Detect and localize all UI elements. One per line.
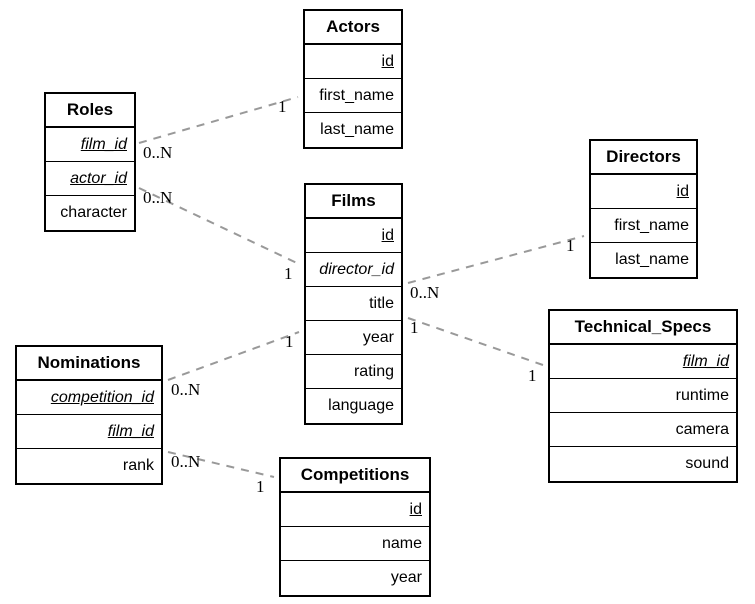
attribute-label: director_id (319, 261, 394, 278)
attribute-films-rating[interactable]: rating (306, 355, 401, 389)
attribute-actors-last_name[interactable]: last_name (305, 113, 401, 147)
cardinality-films-technical_specs-source: 1 (410, 318, 419, 337)
attribute-films-title[interactable]: title (306, 287, 401, 321)
cardinality-films-directors-source: 0..N (410, 283, 440, 302)
attribute-label: year (362, 329, 394, 346)
cardinality-films-technical_specs-target: 1 (528, 366, 537, 385)
attribute-actors-id[interactable]: id (305, 45, 401, 79)
attribute-films-director_id[interactable]: director_id (306, 253, 401, 287)
attribute-label: language (328, 397, 394, 414)
cardinality-films-directors-target: 1 (566, 236, 575, 255)
attribute-roles-film_id[interactable]: film_id (46, 128, 134, 162)
cardinality-roles-films-source: 0..N (143, 188, 173, 207)
attribute-label: sound (685, 455, 729, 472)
entity-title-actors: Actors (305, 11, 401, 45)
attribute-label: camera (675, 421, 729, 438)
cardinality-roles-actors-target: 1 (278, 97, 287, 116)
attribute-nominations-competition_id[interactable]: competition_id (17, 381, 161, 415)
entity-title-films: Films (306, 185, 401, 219)
attribute-competitions-name[interactable]: name (281, 527, 429, 561)
cardinality-roles-actors-source: 0..N (143, 143, 173, 162)
cardinality-nominations-competitions-target: 1 (256, 477, 265, 496)
attribute-films-id[interactable]: id (306, 219, 401, 253)
attribute-label: actor_id (70, 170, 127, 187)
attribute-label: rating (353, 363, 394, 380)
attribute-label: id (381, 227, 394, 244)
attribute-technical_specs-film_id[interactable]: film_id (550, 345, 736, 379)
cardinality-nominations-films-source: 0..N (171, 380, 201, 399)
attribute-competitions-id[interactable]: id (281, 493, 429, 527)
attribute-technical_specs-camera[interactable]: camera (550, 413, 736, 447)
attribute-directors-id[interactable]: id (591, 175, 696, 209)
attribute-label: film_id (682, 353, 729, 370)
attribute-technical_specs-runtime[interactable]: runtime (550, 379, 736, 413)
attribute-label: film_id (80, 136, 127, 153)
attribute-directors-first_name[interactable]: first_name (591, 209, 696, 243)
attribute-nominations-rank[interactable]: rank (17, 449, 161, 483)
attribute-label: film_id (107, 423, 154, 440)
entity-title-nominations: Nominations (17, 347, 161, 381)
entity-roles[interactable]: Roles film_id actor_id character (44, 92, 136, 232)
cardinality-roles-films-target: 1 (284, 264, 293, 283)
attribute-label: year (390, 569, 422, 586)
entity-title-technical_specs: Technical_Specs (550, 311, 736, 345)
relationship-line-films-directors (407, 235, 585, 284)
attribute-label: id (409, 501, 422, 518)
attribute-label: id (381, 53, 394, 70)
attribute-label: competition_id (50, 389, 154, 406)
attribute-label: title (369, 295, 394, 312)
attribute-label: rank (122, 457, 154, 474)
attribute-films-year[interactable]: year (306, 321, 401, 355)
relationship-line-roles-actors (138, 96, 299, 144)
relationship-line-films-technical_specs (407, 317, 544, 366)
attribute-roles-actor_id[interactable]: actor_id (46, 162, 134, 196)
entity-title-roles: Roles (46, 94, 134, 128)
attribute-label: last_name (615, 251, 689, 268)
entity-actors[interactable]: Actors id first_name last_name (303, 9, 403, 149)
attribute-technical_specs-sound[interactable]: sound (550, 447, 736, 481)
attribute-label: last_name (320, 121, 394, 138)
attribute-label: first_name (614, 217, 689, 234)
attribute-label: first_name (319, 87, 394, 104)
attribute-label: id (676, 183, 689, 200)
attribute-actors-first_name[interactable]: first_name (305, 79, 401, 113)
attribute-label: runtime (675, 387, 729, 404)
attribute-label: name (381, 535, 422, 552)
cardinality-nominations-films-target: 1 (285, 332, 294, 351)
attribute-directors-last_name[interactable]: last_name (591, 243, 696, 277)
entity-competitions[interactable]: Competitions id name year (279, 457, 431, 597)
attribute-nominations-film_id[interactable]: film_id (17, 415, 161, 449)
attribute-films-language[interactable]: language (306, 389, 401, 423)
attribute-roles-character[interactable]: character (46, 196, 134, 230)
relationship-line-nominations-films (167, 331, 300, 381)
cardinality-nominations-competitions-source: 0..N (171, 452, 201, 471)
entity-title-directors: Directors (591, 141, 696, 175)
entity-directors[interactable]: Directors id first_name last_name (589, 139, 698, 279)
attribute-label: character (60, 204, 127, 221)
attribute-competitions-year[interactable]: year (281, 561, 429, 595)
entity-title-competitions: Competitions (281, 459, 429, 493)
